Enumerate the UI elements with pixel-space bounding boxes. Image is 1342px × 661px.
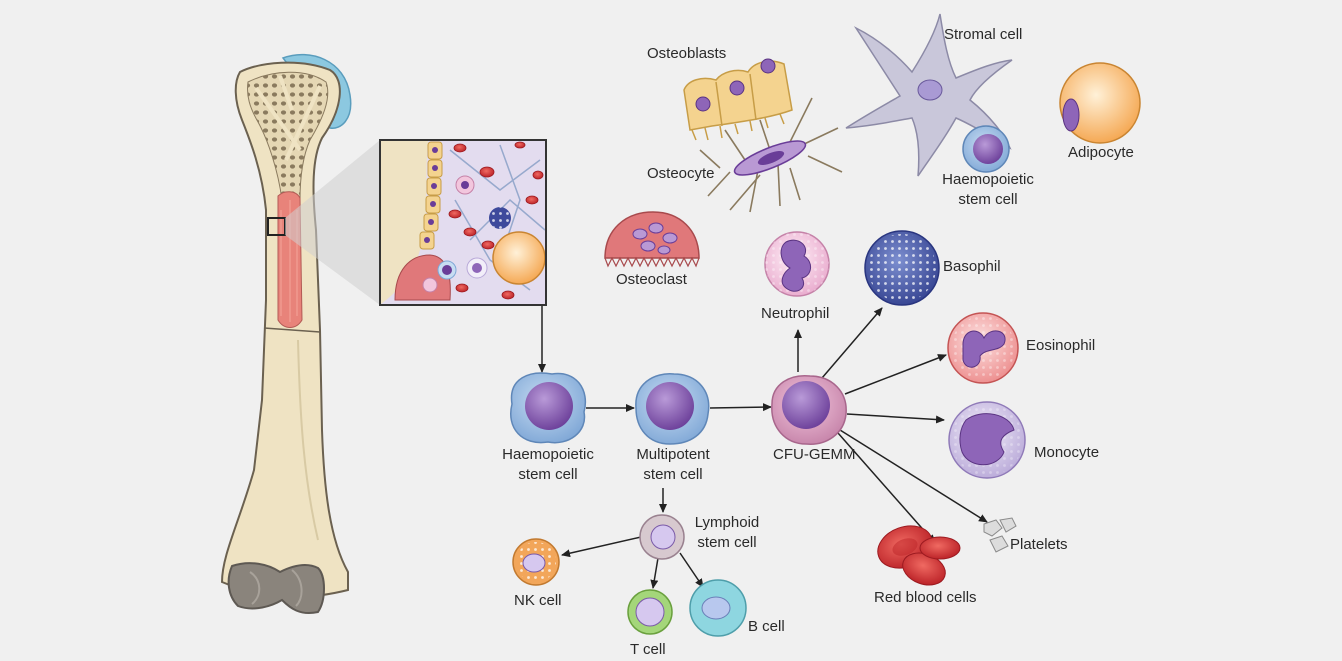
osteocyte-cell bbox=[699, 97, 843, 213]
osteoclast-cell bbox=[604, 211, 700, 268]
label-multipotent-line1: Multipotent bbox=[636, 446, 710, 463]
label-osteocyte: Osteocyte bbox=[647, 165, 715, 182]
label-monocyte: Monocyte bbox=[1034, 444, 1100, 461]
stromal-cell bbox=[845, 13, 1013, 177]
eosinophil-cell bbox=[947, 312, 1019, 384]
arrow-cfu-to-rbc bbox=[837, 432, 936, 544]
label-b-cell: B cell bbox=[748, 618, 785, 635]
label-multipotent-line2: stem cell bbox=[643, 466, 703, 483]
label-adipocyte: Adipocyte bbox=[1068, 144, 1134, 161]
label-eosinophil: Eosinophil bbox=[1026, 337, 1096, 354]
arrow-lymphoid-to-t bbox=[650, 557, 659, 589]
label-multipotent-stem-cell: Multipotent stem cell bbox=[636, 445, 709, 485]
arrow-lymphoid-to-b bbox=[679, 552, 704, 588]
label-cfu-gemm: CFU-GEMM bbox=[773, 446, 856, 463]
haemopoietic-stem-cell-small bbox=[962, 125, 1010, 173]
red-blood-cells bbox=[877, 525, 961, 586]
lineage-arrows bbox=[538, 306, 988, 589]
label-nk-cell: NK cell bbox=[514, 592, 562, 609]
basophil-cell bbox=[864, 230, 940, 306]
label-platelets: Platelets bbox=[1010, 536, 1068, 553]
t-cell bbox=[627, 589, 673, 635]
multipotent-stem-cell bbox=[635, 373, 710, 445]
label-lymphoid-stem-cell: Lymphoid stem cell bbox=[695, 513, 759, 553]
arrow-lymphoid-to-nk bbox=[561, 536, 642, 558]
arrow-multipotent-to-cfu bbox=[709, 403, 772, 412]
marrow-inset bbox=[379, 139, 547, 306]
label-hsc-top-line2: stem cell bbox=[958, 191, 1018, 208]
arrow-cfu-to-monocyte bbox=[846, 413, 945, 424]
label-hsc-line1: Haemopoietic bbox=[502, 446, 594, 463]
monocyte-cell bbox=[948, 401, 1026, 479]
osteoblasts-cells bbox=[683, 58, 793, 141]
label-stromal-cell: Stromal cell bbox=[944, 26, 1023, 43]
arrow-cfu-to-platelets bbox=[839, 429, 988, 523]
b-cell bbox=[689, 579, 747, 637]
lymphoid-stem-cell bbox=[639, 514, 685, 560]
label-lymphoid-line1: Lymphoid bbox=[694, 514, 760, 531]
label-osteoblasts: Osteoblasts bbox=[647, 45, 727, 62]
label-lymphoid-line2: stem cell bbox=[697, 534, 757, 551]
cfu-gemm-cell bbox=[771, 375, 847, 445]
label-haemopoietic-stem-cell: Haemopoietic stem cell bbox=[502, 445, 594, 485]
label-neutrophil: Neutrophil bbox=[761, 305, 830, 322]
label-hsc-top-line1: Haemopoietic bbox=[942, 171, 1034, 188]
label-red-blood-cells: Red blood cells bbox=[874, 589, 977, 606]
adipocyte-cell bbox=[1059, 62, 1141, 144]
nk-cell bbox=[512, 538, 560, 586]
haemopoietic-stem-cell bbox=[510, 372, 587, 444]
label-basophil: Basophil bbox=[943, 258, 1001, 275]
label-haemopoietic-stem-cell-top: Haemopoietic stem cell bbox=[942, 170, 1034, 210]
label-t-cell: T cell bbox=[630, 641, 666, 658]
arrow-cfu-to-eosinophil bbox=[844, 354, 947, 395]
label-osteoclast: Osteoclast bbox=[616, 271, 687, 288]
platelets-cells bbox=[983, 517, 1017, 553]
label-hsc-line2: stem cell bbox=[518, 466, 578, 483]
long-bone bbox=[220, 53, 380, 614]
neutrophil-cell bbox=[764, 231, 830, 297]
arrow-cfu-to-basophil bbox=[821, 307, 883, 379]
